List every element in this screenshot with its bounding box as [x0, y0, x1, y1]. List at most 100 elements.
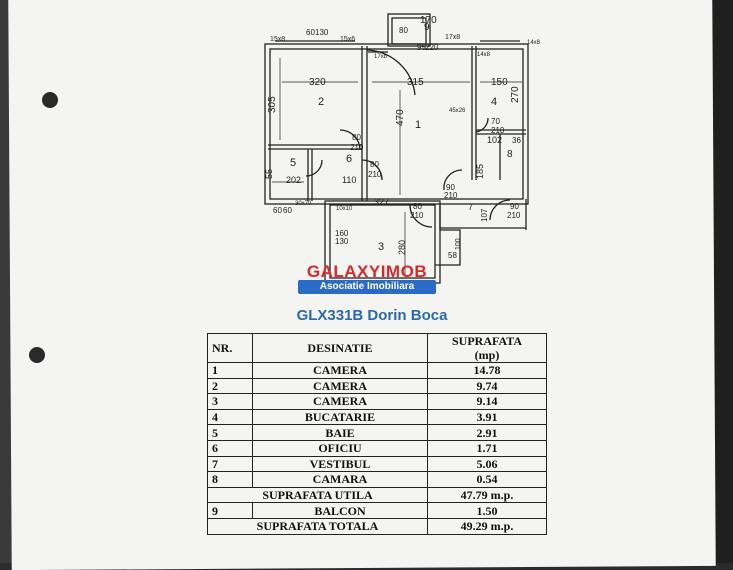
svg-text:100: 100: [455, 238, 462, 250]
svg-text:210: 210: [410, 211, 424, 220]
svg-text:107: 107: [480, 208, 489, 222]
svg-text:60: 60: [283, 206, 292, 215]
header-name: DESINATIE: [252, 333, 428, 363]
header-area: SUPRAFATA (mp): [427, 333, 547, 363]
svg-text:280: 280: [397, 240, 407, 255]
header-nr: NR.: [207, 333, 253, 363]
row-value: 9.14: [427, 393, 547, 410]
svg-text:10x10: 10x10: [336, 206, 353, 212]
balcony-row: 9 BALCON 1.50: [207, 502, 547, 519]
row-value: 14.78: [427, 362, 547, 379]
brand-tagline: Asociatie Imobiliara: [298, 280, 436, 294]
svg-text:80: 80: [413, 202, 422, 211]
row-name: BUCATARIE: [252, 408, 428, 426]
row-name: VESTIBUL: [252, 455, 428, 473]
svg-text:15x8: 15x8: [270, 36, 285, 43]
table-row: 3 CAMERA 9.14: [207, 393, 547, 410]
row-name: CAMARA: [252, 471, 428, 488]
row-name: CAMERA: [252, 377, 428, 395]
svg-text:80: 80: [370, 160, 379, 169]
svg-text:55: 55: [264, 169, 274, 179]
row-value: 3.91: [427, 408, 547, 426]
svg-text:14x8: 14x8: [477, 52, 491, 58]
punch-hole-top: [42, 92, 58, 108]
row-nr: 3: [207, 393, 253, 410]
balcony-value: 1.50: [427, 502, 547, 519]
svg-text:36: 36: [512, 136, 521, 145]
svg-text:70: 70: [491, 117, 500, 126]
svg-text:17x8: 17x8: [374, 54, 388, 60]
total-area-value: 49.29 m.p.: [427, 517, 547, 535]
svg-text:5: 5: [290, 157, 296, 169]
row-name: OFICIU: [252, 439, 428, 457]
svg-text:102: 102: [487, 135, 502, 145]
table-row: 6 OFICIU 1.71: [207, 439, 547, 457]
svg-text:90: 90: [446, 183, 455, 192]
svg-text:160: 160: [335, 229, 349, 238]
svg-text:210: 210: [444, 191, 458, 200]
svg-text:170: 170: [420, 15, 437, 26]
svg-text:8: 8: [507, 149, 513, 160]
svg-text:6: 6: [346, 153, 352, 165]
svg-text:220: 220: [425, 43, 439, 52]
useful-area-label: SUPRAFATA UTILA: [207, 486, 428, 504]
svg-text:80: 80: [399, 26, 408, 35]
table-row: 5 BAIE 2.91: [207, 424, 547, 441]
svg-text:315: 315: [407, 77, 424, 88]
punch-hole-bottom: [29, 347, 45, 363]
row-nr: 7: [207, 455, 253, 473]
svg-text:130: 130: [335, 237, 349, 246]
row-nr: 8: [207, 471, 253, 488]
useful-area-value: 47.79 m.p.: [427, 486, 547, 504]
svg-text:58: 58: [448, 251, 457, 260]
svg-text:305: 305: [267, 96, 278, 113]
table-row: 1 CAMERA 14.78: [207, 362, 547, 379]
header-area-line1: SUPRAFATA: [452, 334, 522, 348]
svg-text:210: 210: [491, 126, 505, 135]
background-right: [712, 0, 733, 563]
svg-text:95: 95: [417, 43, 426, 52]
svg-text:15x6: 15x6: [340, 36, 355, 43]
table-header-row: NR. DESINATIE SUPRAFATA (mp): [207, 333, 547, 363]
svg-text:270: 270: [510, 86, 521, 103]
listing-title: GLX331B Dorin Boca: [296, 307, 448, 324]
svg-text:45x26: 45x26: [449, 108, 466, 114]
row-name: CAMERA: [252, 362, 428, 379]
svg-text:3: 3: [378, 241, 384, 253]
svg-text:202: 202: [286, 175, 301, 185]
brand-name: GALAXYIMOB: [306, 262, 428, 281]
svg-text:60: 60: [306, 28, 315, 37]
svg-text:470: 470: [395, 109, 406, 126]
svg-text:7: 7: [468, 202, 473, 212]
svg-text:327: 327: [374, 197, 389, 207]
row-value: 1.71: [427, 439, 547, 457]
svg-text:80: 80: [352, 133, 361, 142]
table-row: 7 VESTIBUL 5.06: [207, 455, 547, 473]
row-value: 9.74: [427, 377, 547, 395]
svg-text:185: 185: [475, 164, 485, 179]
row-nr: 6: [207, 439, 253, 457]
svg-text:320: 320: [309, 77, 326, 88]
svg-text:2: 2: [318, 96, 324, 108]
table-row: 2 CAMERA 9.74: [207, 377, 547, 395]
row-nr: 1: [207, 362, 253, 379]
svg-text:210: 210: [350, 143, 364, 152]
svg-text:30x70: 30x70: [295, 201, 312, 207]
svg-text:4: 4: [491, 96, 497, 108]
svg-text:60: 60: [273, 206, 282, 215]
row-name: BAIE: [252, 424, 428, 441]
row-name: CAMERA: [252, 393, 428, 410]
row-value: 2.91: [427, 424, 547, 441]
total-area-row: SUPRAFATA TOTALA 49.29 m.p.: [207, 517, 547, 535]
balcony-nr: 9: [207, 502, 253, 519]
svg-text:9: 9: [424, 22, 430, 33]
svg-text:150: 150: [491, 77, 508, 88]
floor-plan: 170 9 80 95 220 15x8 60 130 15x6 17x8 17…: [0, 0, 733, 300]
row-nr: 4: [207, 408, 253, 426]
balcony-name: BALCON: [252, 502, 428, 519]
row-value: 5.06: [427, 455, 547, 473]
svg-text:17x8: 17x8: [445, 34, 460, 41]
brand-logo: GALAXYIMOB Asociatie Imobiliara: [298, 262, 436, 296]
row-nr: 2: [207, 377, 253, 395]
useful-area-row: SUPRAFATA UTILA 47.79 m.p.: [207, 486, 547, 504]
